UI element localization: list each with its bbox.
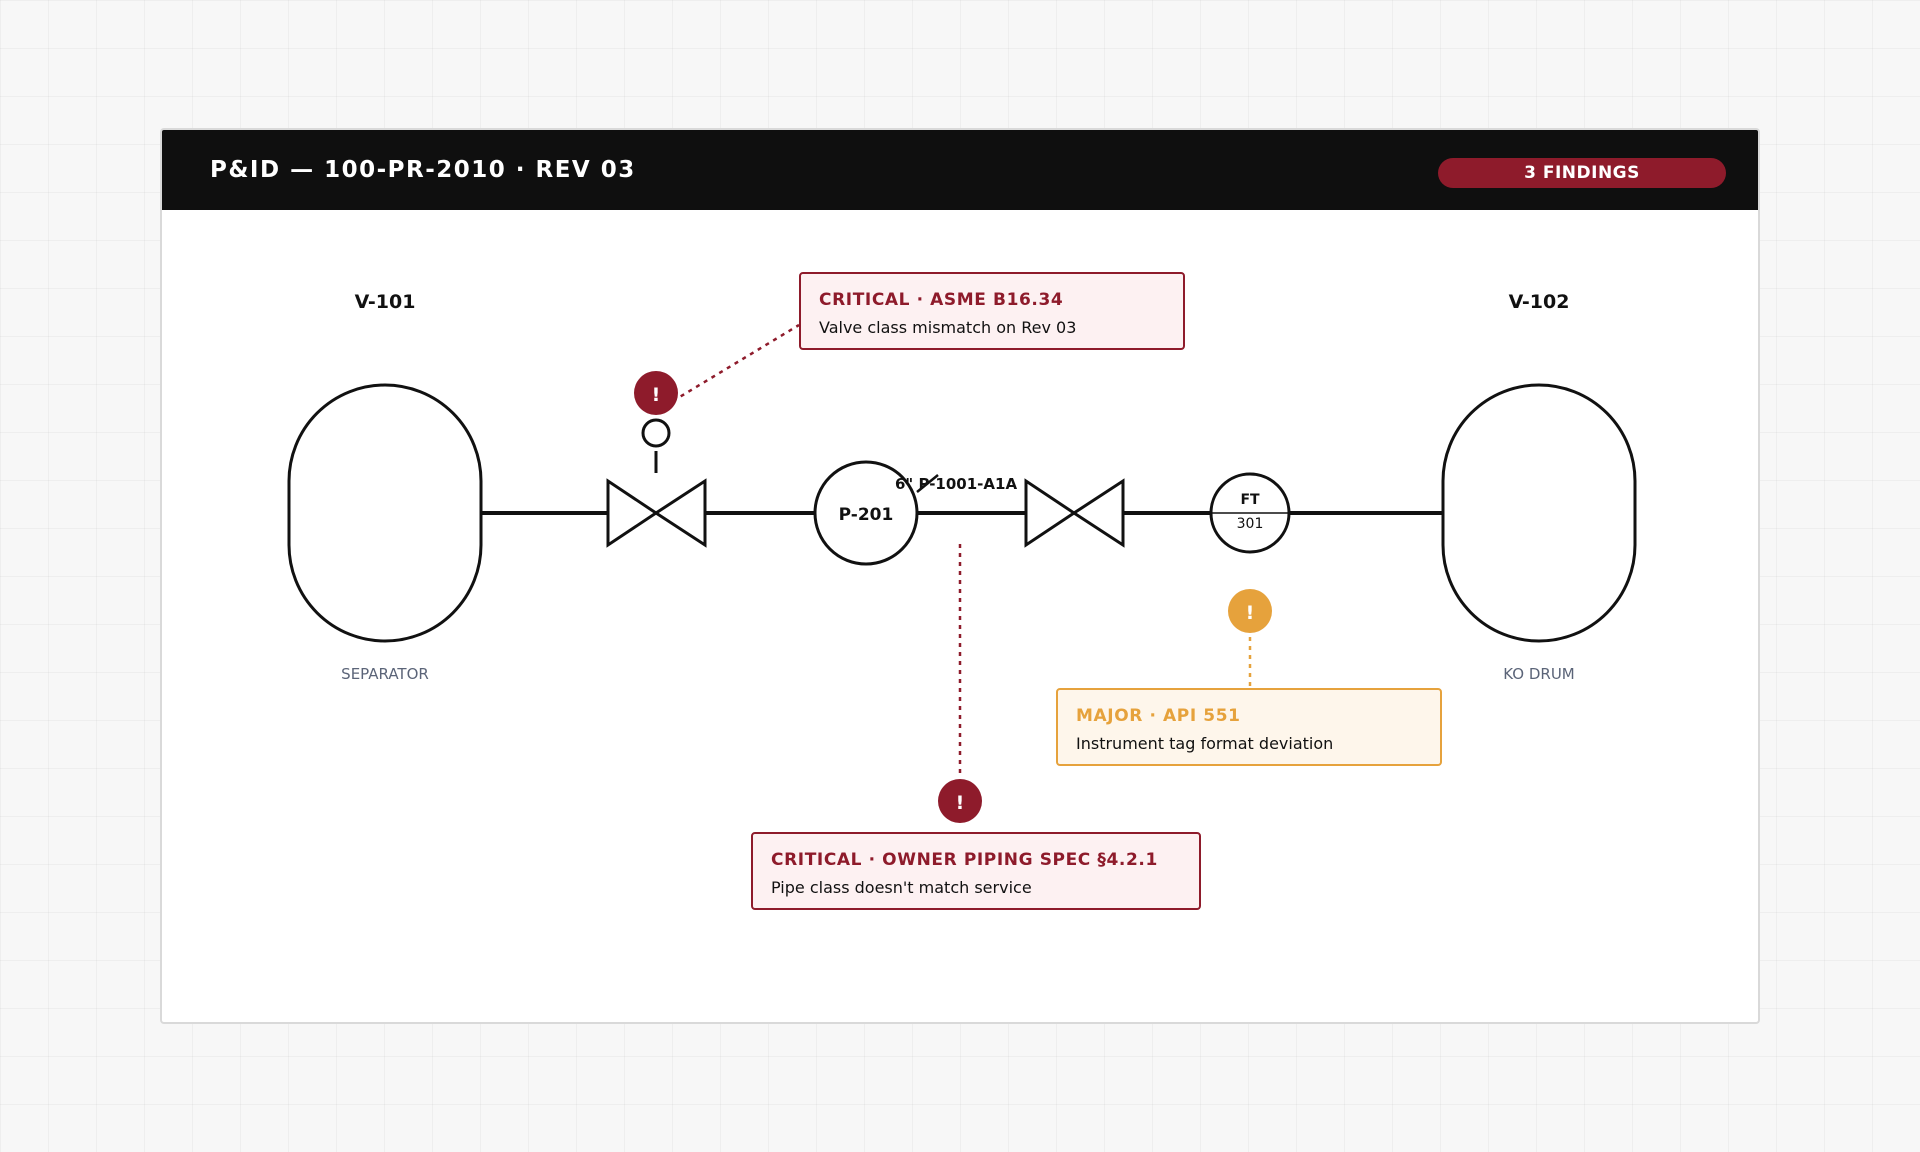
finding-2-description: Instrument tag format deviation: [1076, 734, 1334, 753]
line-class-slash-icon: [916, 474, 939, 493]
valve-actuator[interactable]: [641, 418, 671, 473]
findings-count-badge[interactable]: 3 FINDINGS: [1438, 158, 1726, 188]
vessel-v101[interactable]: [287, 383, 483, 643]
drawing-title: P&ID — 100-PR-2010 · REV 03: [210, 157, 636, 183]
finding-1-callout[interactable]: CRITICAL · ASME B16.34 Valve class misma…: [799, 272, 1185, 350]
vessel-v101-label: SEPARATOR: [341, 665, 429, 683]
finding-3-title: CRITICAL · OWNER PIPING SPEC §4.2.1: [771, 850, 1158, 870]
finding-1-leader: [672, 323, 800, 403]
svg-text:!: !: [956, 792, 965, 814]
instrument-number: 301: [1237, 516, 1264, 532]
gate-valve-1[interactable]: [606, 478, 707, 548]
card-header: P&ID — 100-PR-2010 · REV 03 3 FINDINGS: [162, 130, 1758, 210]
line-tag[interactable]: 6" P-1001-A1A: [895, 475, 1017, 493]
gate-valve-2[interactable]: [1024, 478, 1125, 548]
finding-2-marker[interactable]: !: [1228, 589, 1272, 633]
pid-diagram: V-101 SEPARATOR V-102 KO DRUM P-201 6: [287, 291, 1637, 823]
finding-3-marker[interactable]: !: [938, 779, 982, 823]
svg-text:!: !: [652, 384, 661, 406]
vessel-v102-tag: V-102: [1509, 291, 1570, 313]
alert-icon: [634, 371, 678, 415]
vessel-v101-tag: V-101: [355, 291, 416, 313]
pump-p201-tag: P-201: [839, 505, 894, 525]
finding-2-title: MAJOR · API 551: [1076, 706, 1241, 726]
finding-3-description: Pipe class doesn't match service: [771, 878, 1032, 897]
alert-icon: [1228, 589, 1272, 633]
alert-icon: [938, 779, 982, 823]
finding-3-callout[interactable]: CRITICAL · OWNER PIPING SPEC §4.2.1 Pipe…: [751, 832, 1201, 910]
svg-text:!: !: [1246, 602, 1255, 624]
finding-2-callout[interactable]: MAJOR · API 551 Instrument tag format de…: [1056, 688, 1442, 766]
finding-1-marker[interactable]: !: [634, 371, 678, 415]
pid-card: P&ID — 100-PR-2010 · REV 03 3 FINDINGS V…: [160, 128, 1760, 1024]
vessel-v102[interactable]: [1441, 383, 1637, 643]
finding-1-description: Valve class mismatch on Rev 03: [819, 318, 1077, 337]
vessel-v102-label: KO DRUM: [1503, 665, 1574, 683]
finding-1-title: CRITICAL · ASME B16.34: [819, 290, 1064, 310]
instrument-type: FT: [1240, 492, 1260, 508]
pump-p201[interactable]: [813, 460, 919, 566]
